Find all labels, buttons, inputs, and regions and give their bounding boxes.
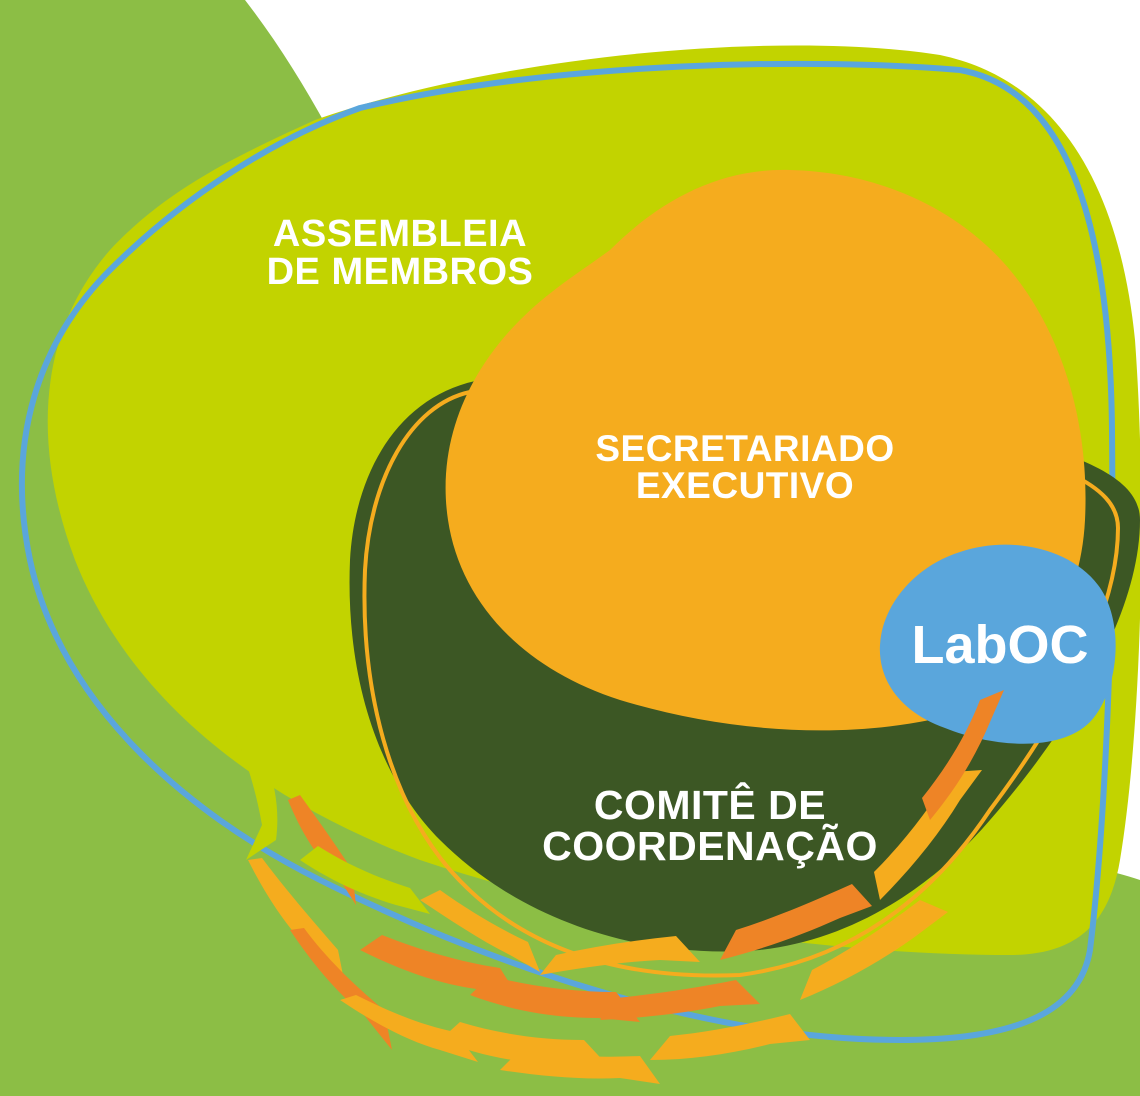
- fish-shape: [420, 890, 540, 972]
- fish-shape: [650, 1014, 810, 1060]
- laboc-label: LabOC: [880, 618, 1120, 672]
- comite-label: COMITÊ DE COORDENAÇÃO: [500, 785, 920, 867]
- fish-shape: [300, 846, 430, 914]
- comite-label-line-2: COORDENAÇÃO: [542, 823, 878, 869]
- fish-shape: [236, 735, 278, 860]
- assembleia-label-line-1: ASSEMBLEIA: [272, 213, 528, 255]
- fish-shape: [540, 936, 700, 975]
- fish-shape: [470, 976, 640, 1022]
- fish-school: [236, 690, 1004, 1084]
- fish-shape: [922, 690, 1004, 820]
- laboc-blob: [879, 544, 1116, 744]
- secretariado-label: SECRETARIADO EXECUTIVO: [560, 430, 930, 504]
- assembleia-label-line-2: DE MEMBROS: [266, 251, 534, 293]
- fish-shape: [800, 900, 948, 1000]
- laboc-label-line-1: LabOC: [911, 615, 1089, 675]
- secretariado-label-line-1: SECRETARIADO: [595, 428, 895, 469]
- secretariado-label-line-2: EXECUTIVO: [635, 465, 855, 506]
- fish-shape: [500, 1050, 660, 1084]
- fish-shape: [720, 884, 872, 960]
- fish-shape: [874, 770, 982, 900]
- assembleia-outline: [18, 60, 1116, 1044]
- assembleia-label: ASSEMBLEIA DE MEMBROS: [240, 215, 560, 291]
- fish-shape: [600, 980, 760, 1020]
- fish-shape: [290, 928, 392, 1050]
- comite-label-line-1: COMITÊ DE: [593, 782, 827, 828]
- fish-shape: [340, 995, 478, 1062]
- fish-shape: [360, 935, 520, 1000]
